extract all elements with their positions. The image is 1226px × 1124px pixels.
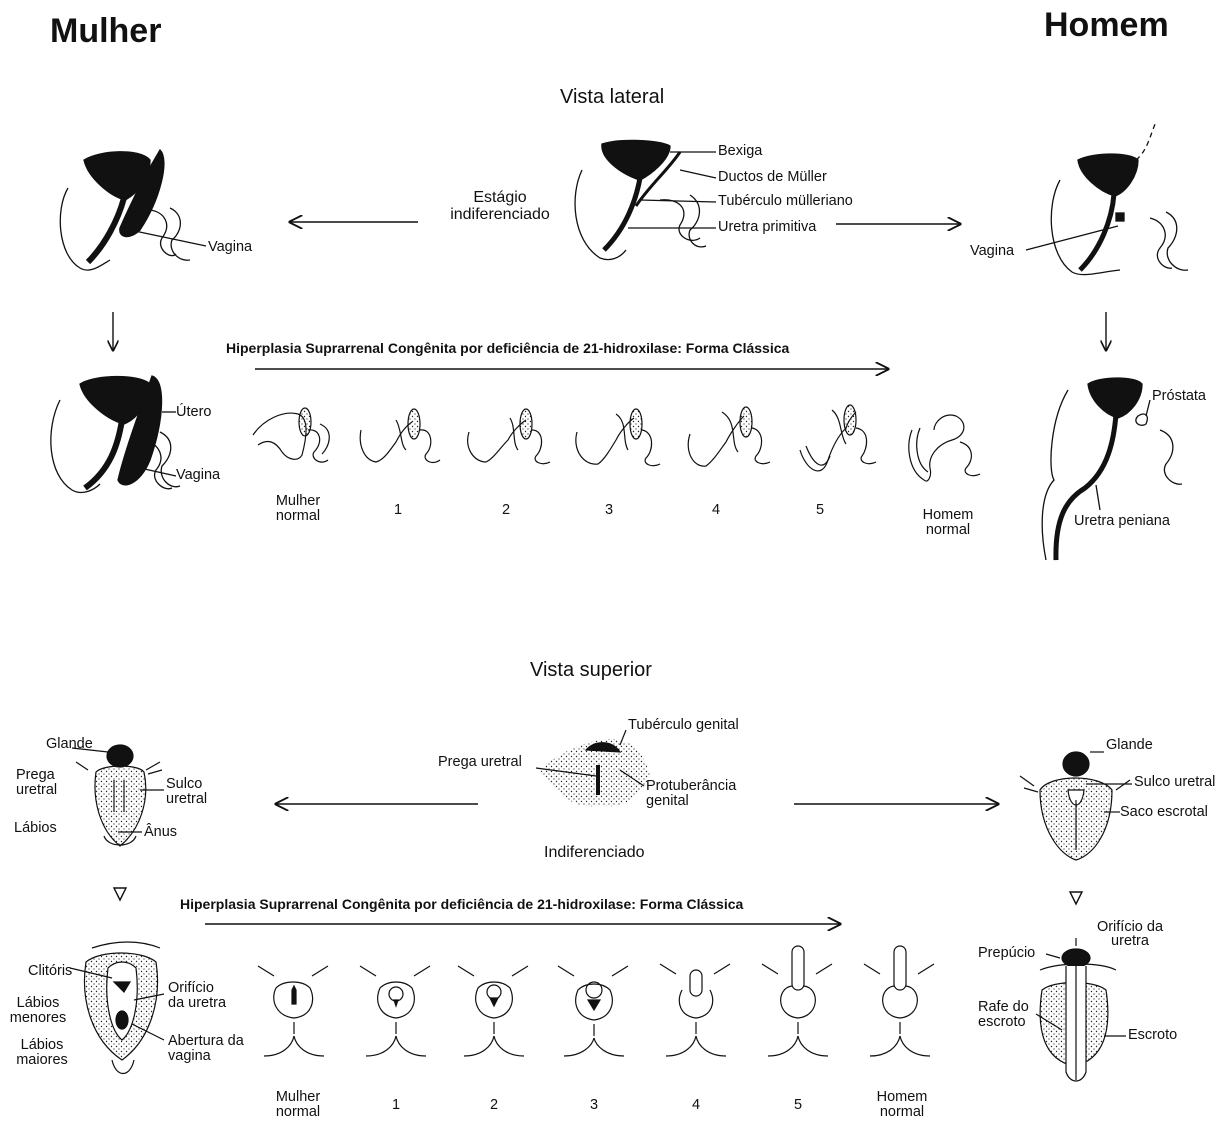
- label-bexiga: Bexiga: [718, 144, 762, 159]
- label-utero: Útero: [176, 405, 211, 420]
- lateral-stage-1: [360, 409, 440, 462]
- superior-stage-3: [558, 966, 628, 1056]
- lateral-stage-0: [253, 408, 329, 462]
- hollow-arrow-female-superior: [114, 888, 126, 900]
- label-uretra-primitiva: Uretra primitiva: [718, 220, 816, 235]
- label-ductos-muller: Ductos de Müller: [718, 170, 827, 185]
- superior-stage-label-4: 4: [676, 1098, 716, 1113]
- label-escroto: Escroto: [1128, 1028, 1177, 1043]
- lateral-indifferent-figure: [575, 140, 716, 259]
- lateral-stage-label-2: 2: [486, 503, 526, 518]
- superior-stage-1: [360, 966, 430, 1056]
- lateral-stage-6: [909, 415, 980, 481]
- label-sulco-uretral-male: Sulco uretral: [1134, 775, 1215, 790]
- superior-stage-label-3: 3: [574, 1098, 614, 1113]
- lateral-stage-sketches: [253, 405, 980, 481]
- indifferent-superior-label: Indiferenciado: [544, 845, 645, 862]
- lateral-view-title: Vista lateral: [560, 87, 664, 108]
- superior-stage-2: [458, 966, 528, 1056]
- cah-superior-title: Hiperplasia Suprarrenal Congênita por de…: [180, 897, 743, 912]
- superior-stage-sketches: [258, 946, 934, 1056]
- label-uretra-peniana: Uretra peniana: [1074, 514, 1170, 529]
- female-header: Mulher: [50, 14, 161, 50]
- superior-stage-5: [762, 946, 832, 1056]
- lateral-stage-2: [468, 409, 550, 464]
- superior-stage-label-1: 1: [376, 1098, 416, 1113]
- lateral-stage-5: [800, 405, 876, 471]
- label-saco-escrotal: Saco escrotal: [1120, 805, 1208, 820]
- label-male-glande: Glande: [1106, 738, 1153, 753]
- superior-indifferent-figure: [536, 730, 650, 806]
- superior-stage-label-5: 5: [778, 1098, 818, 1113]
- cah-lateral-title: Hiperplasia Suprarrenal Congênita por de…: [226, 341, 789, 356]
- male-lateral-top-figure: [1026, 122, 1188, 275]
- lateral-stage-3: [576, 409, 660, 466]
- female-lateral-bottom-figure: [51, 376, 180, 492]
- label-female-vagina-top: Vagina: [208, 240, 252, 255]
- male-superior-top-figure: [1020, 752, 1132, 860]
- lateral-stage-label-5: 5: [800, 503, 840, 518]
- superior-view-title: Vista superior: [530, 660, 652, 681]
- label-prega-uretral-center: Prega uretral: [438, 755, 522, 770]
- label-prostata: Próstata: [1152, 389, 1206, 404]
- label-female-glande: Glande: [46, 737, 93, 752]
- label-male-vagina-top: Vagina: [970, 244, 1014, 259]
- label-anus: Ânus: [144, 825, 177, 840]
- female-lateral-top-figure: [60, 150, 206, 270]
- lateral-stage-4: [688, 407, 770, 466]
- lateral-stage-label-1: 1: [378, 503, 418, 518]
- label-labios: Lábios: [14, 821, 57, 836]
- lateral-stage-label-3: 3: [589, 503, 629, 518]
- label-clitoris: Clitóris: [28, 964, 72, 979]
- superior-stage-label-2: 2: [474, 1098, 514, 1113]
- label-tuberculo-genital: Tubérculo genital: [628, 718, 739, 733]
- label-tuberculo-mulleriano: Tubérculo mülleriano: [718, 194, 853, 209]
- female-superior-bottom-figure: [70, 942, 164, 1074]
- lateral-stage-label-4: 4: [696, 503, 736, 518]
- male-lateral-bottom-figure: [1042, 378, 1182, 560]
- superior-stage-6: [864, 946, 934, 1056]
- superior-stage-4: [660, 964, 730, 1056]
- hollow-arrow-male-superior: [1070, 892, 1082, 904]
- label-prepucio: Prepúcio: [978, 946, 1035, 961]
- indifferent-stage-label: Estágio indiferenciado: [444, 190, 556, 224]
- male-header: Homem: [1044, 8, 1169, 44]
- male-superior-bottom-figure: [1036, 938, 1126, 1081]
- superior-stage-0: [258, 966, 328, 1056]
- label-female-vagina-bottom: Vagina: [176, 468, 220, 483]
